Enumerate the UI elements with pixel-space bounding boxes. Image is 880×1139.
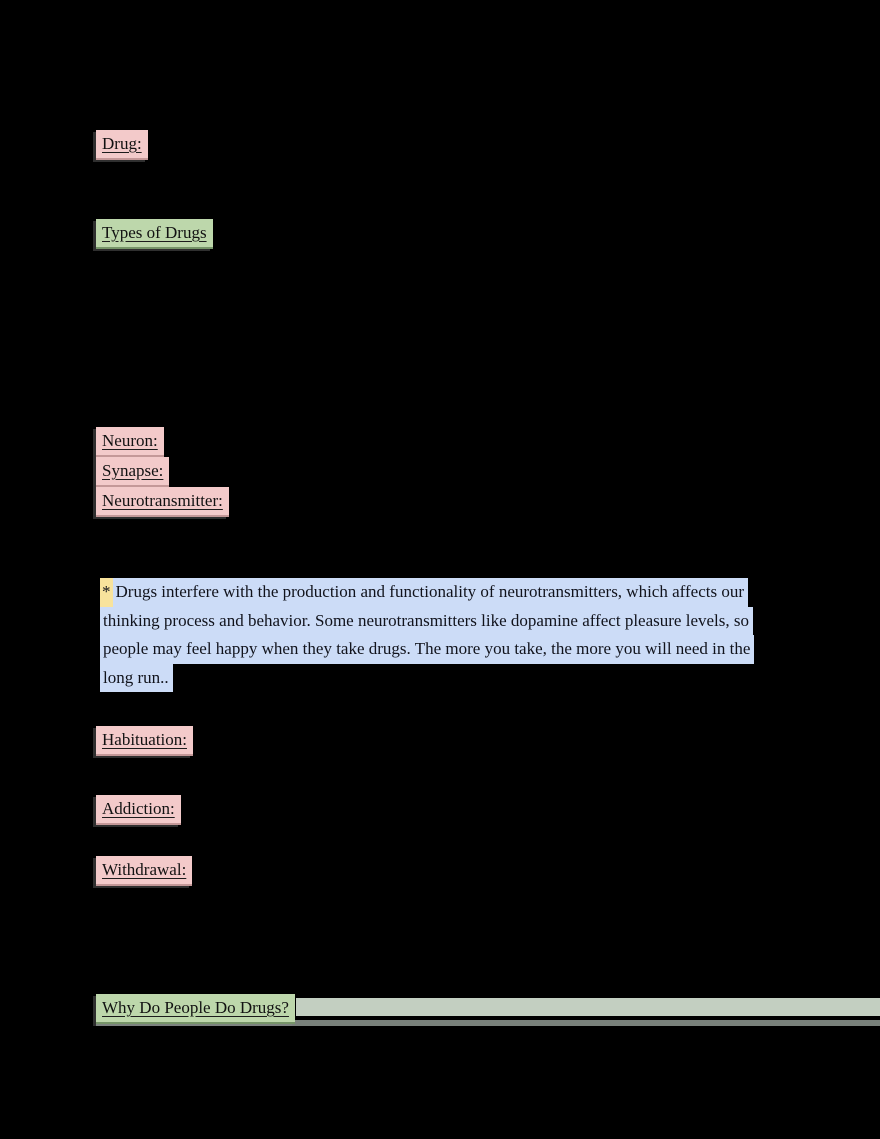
note-line-3: people may feel happy when they take dru…: [100, 635, 755, 664]
note-paragraph: *Drugs interfere with the production and…: [100, 578, 755, 692]
why-heading-underline-band: [96, 1020, 880, 1026]
note-line-1-text: Drugs interfere with the production and …: [112, 578, 749, 607]
term-habituation: Habituation:: [96, 726, 193, 756]
why-heading-highlight-band: [296, 998, 880, 1016]
term-addiction: Addiction:: [96, 795, 181, 825]
term-neuron: Neuron:: [96, 427, 164, 457]
note-line-4-text: long run..: [100, 663, 173, 692]
term-drug: Drug:: [96, 130, 148, 160]
term-withdrawal: Withdrawal:: [96, 856, 193, 886]
note-line-3-text: people may feel happy when they take dru…: [100, 635, 755, 664]
asterisk-highlight: *: [100, 578, 113, 607]
note-line-2: thinking process and behavior. Some neur…: [100, 606, 754, 635]
note-line-1: *Drugs interfere with the production and…: [100, 578, 754, 607]
term-synapse: Synapse:: [96, 457, 170, 487]
heading-why-do-people-do-drugs: Why Do People Do Drugs?: [96, 994, 295, 1024]
note-line-4: long run..: [100, 663, 754, 692]
term-neurotransmitter: Neurotransmitter:: [96, 487, 229, 517]
note-line-2-text: thinking process and behavior. Some neur…: [100, 606, 753, 635]
heading-types-of-drugs: Types of Drugs: [96, 219, 213, 249]
